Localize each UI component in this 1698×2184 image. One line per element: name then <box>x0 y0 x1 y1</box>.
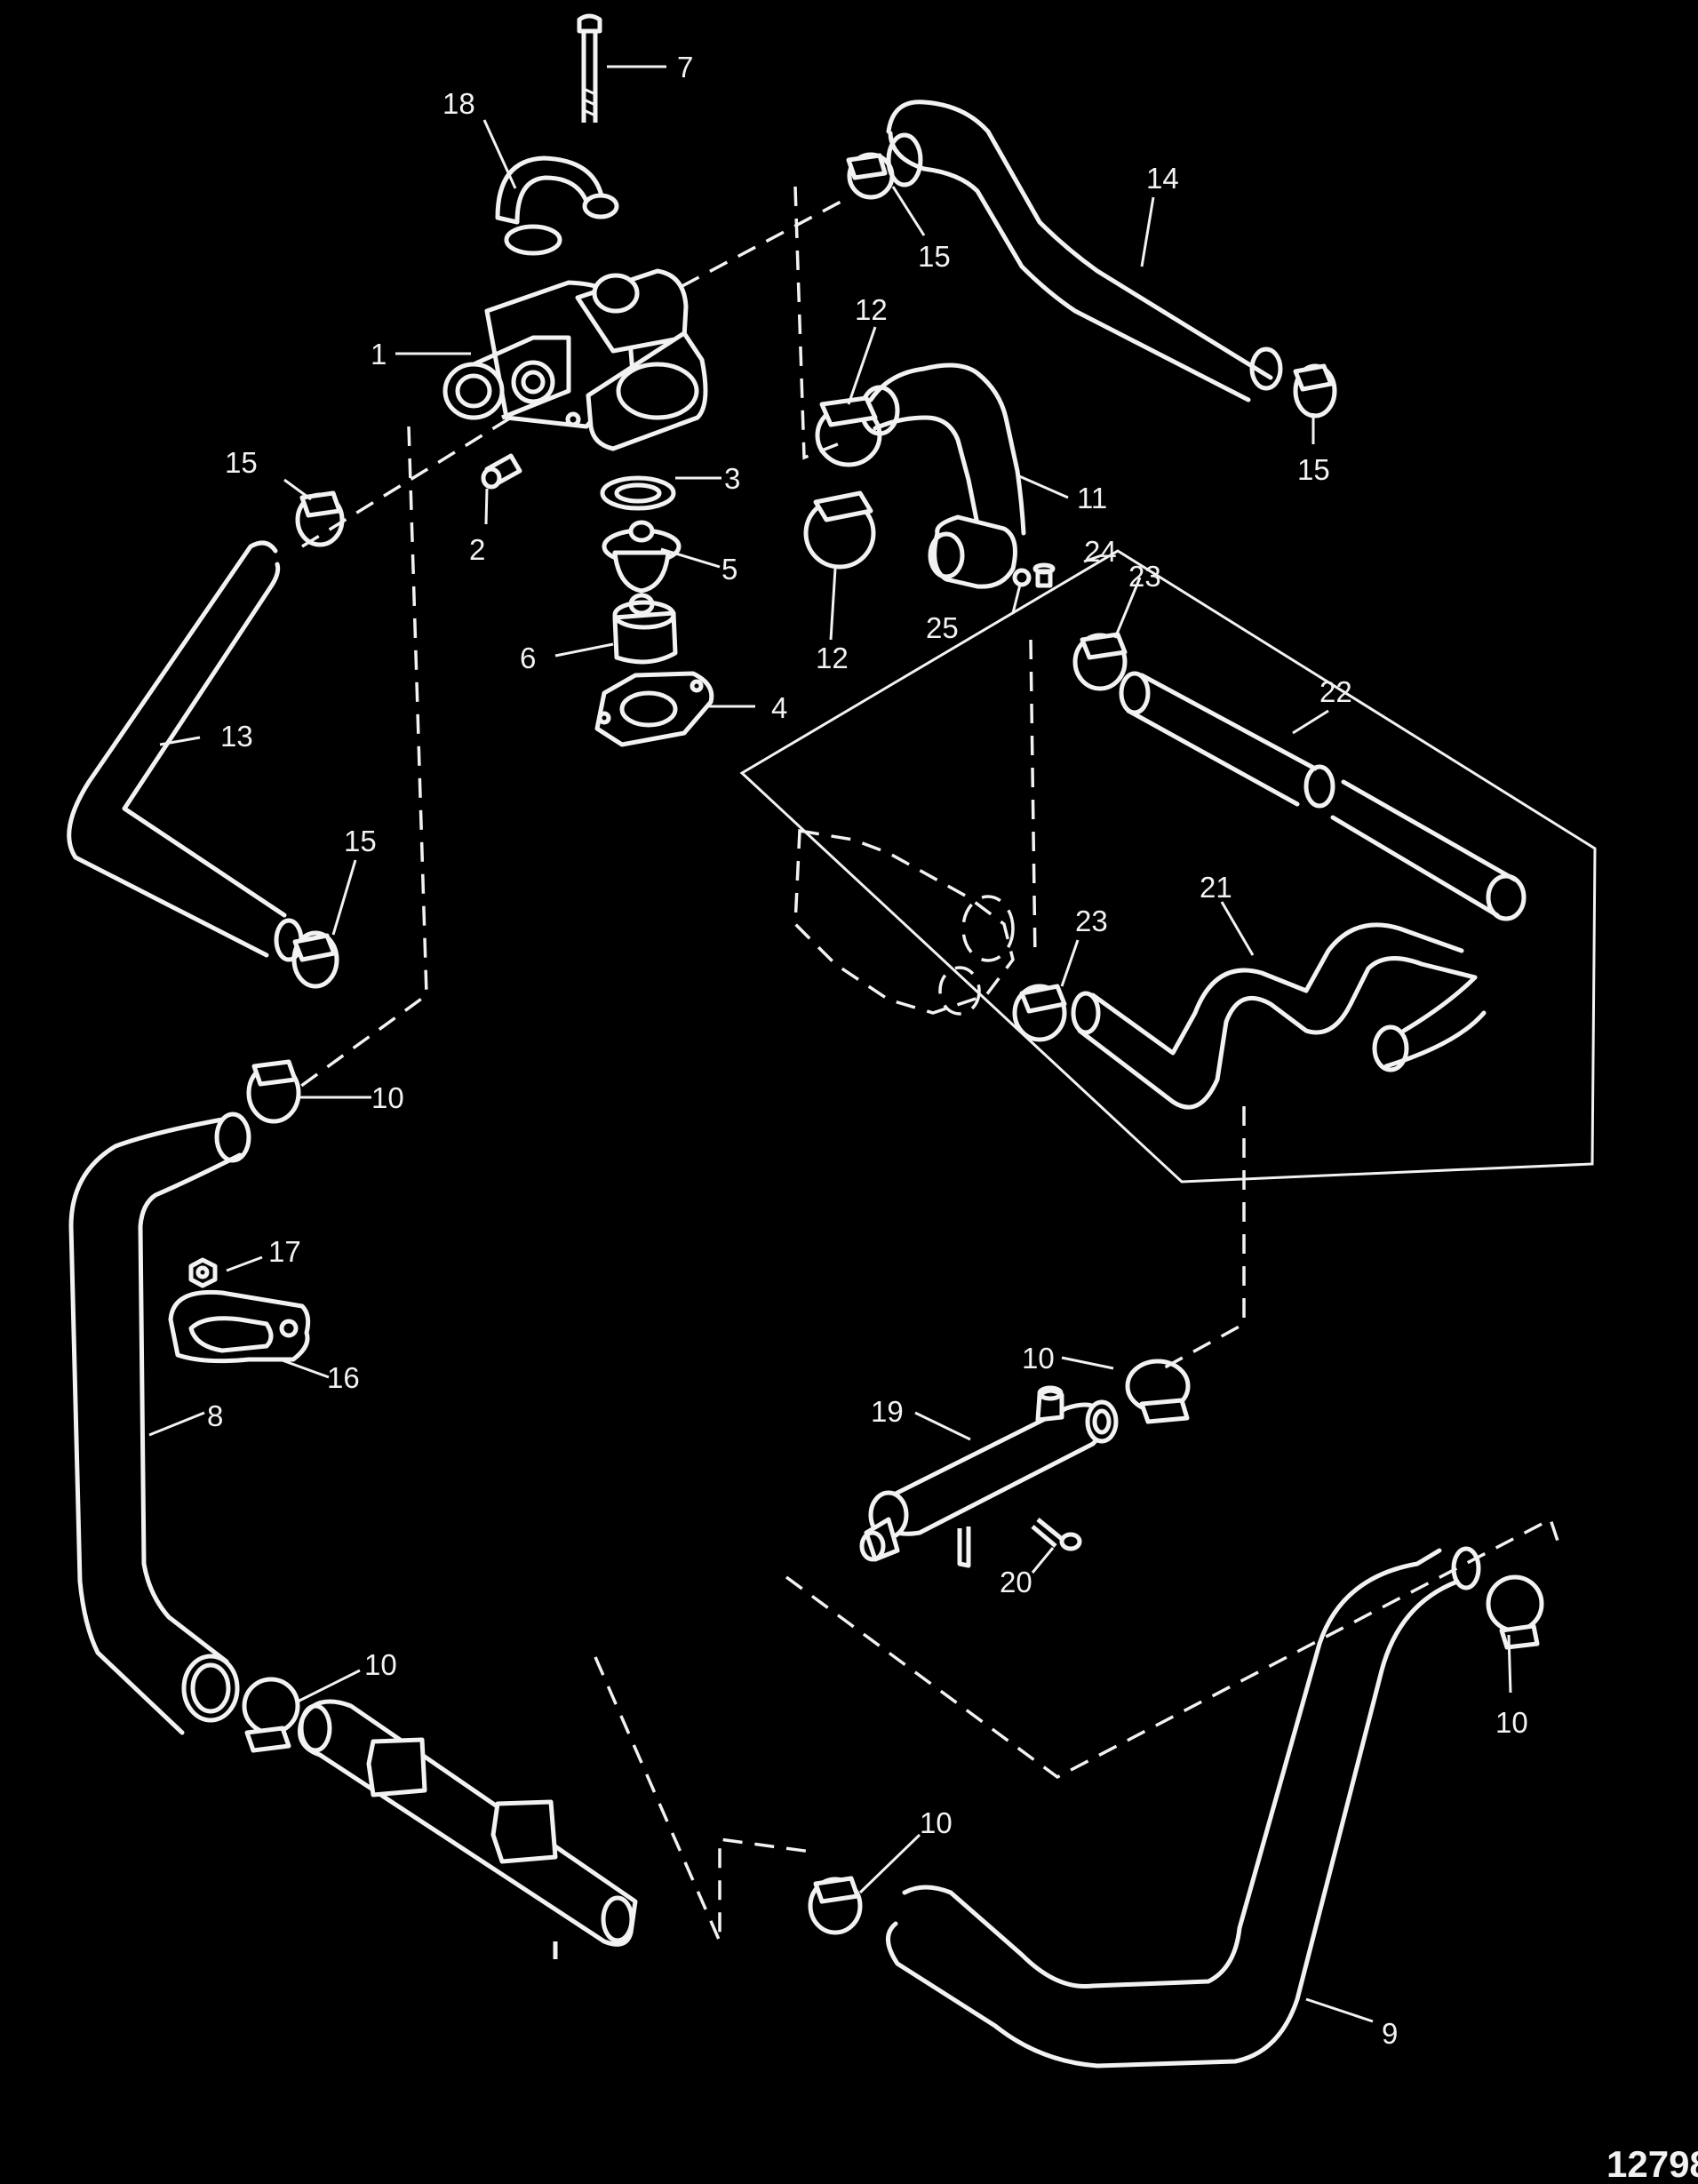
part-15-clamp-c <box>295 490 345 547</box>
part-23-clamp-upper <box>1072 632 1128 691</box>
part-4-gasket-plate <box>594 671 714 747</box>
part-11-elbow-hose <box>859 363 1026 589</box>
callout-13: 13 <box>220 720 253 753</box>
callout-18: 18 <box>442 87 475 120</box>
part-10-clamp-a <box>246 1059 301 1124</box>
part-9-hose <box>886 1546 1481 2068</box>
callout-labels: 7 18 1 2 3 5 6 4 12 12 11 14 15 15 15 13… <box>207 51 1528 2050</box>
callout-10-c: 10 <box>364 1648 397 1681</box>
callout-7: 7 <box>677 51 693 84</box>
callout-20: 20 <box>1000 1566 1032 1598</box>
callout-22: 22 <box>1319 675 1352 708</box>
callout-19: 19 <box>871 1395 904 1428</box>
part-20-screw <box>1031 1518 1082 1551</box>
callout-10-e: 10 <box>920 1806 953 1839</box>
callout-4: 4 <box>771 691 787 724</box>
part-16-strap-clamp <box>168 1289 311 1364</box>
callout-3: 3 <box>724 462 740 495</box>
part-15-clamp-a <box>846 152 895 200</box>
phantom-pump <box>793 828 1015 1016</box>
part-12-clamp-upper <box>815 395 882 467</box>
figure-number: 12798 <box>1606 2143 1698 2184</box>
callout-10-a: 10 <box>371 1081 404 1114</box>
callout-15-a: 15 <box>918 240 951 273</box>
part-7-bolt <box>577 13 602 123</box>
part-14-hose <box>886 100 1283 403</box>
kit-outline <box>739 549 1597 1184</box>
callout-9: 9 <box>1382 2017 1398 2050</box>
part-10-clamp-e <box>808 1876 863 1935</box>
part-1-thermostat-housing <box>442 268 708 451</box>
callout-leaders <box>148 65 1512 2023</box>
part-19-heat-exchanger <box>859 1385 1119 1568</box>
callout-16: 16 <box>327 1361 360 1394</box>
callout-10-b: 10 <box>1022 1342 1055 1375</box>
water-tube-fitting <box>298 1699 638 1959</box>
callout-10-d: 10 <box>1495 1706 1528 1739</box>
callout-24: 24 <box>1084 535 1117 568</box>
assembly-dashed-lines <box>296 186 1561 1942</box>
part-10-clamp-d <box>1486 1574 1544 1650</box>
callout-5: 5 <box>721 553 737 586</box>
callout-15-b: 15 <box>1297 453 1330 486</box>
part-6-sleeve <box>612 600 678 665</box>
part-22-hose <box>1119 671 1527 921</box>
callout-17: 17 <box>268 1235 301 1268</box>
callout-25: 25 <box>926 611 959 644</box>
callout-1: 1 <box>371 338 387 371</box>
callout-12-lower: 12 <box>816 642 849 674</box>
part-15-clamp-d <box>291 930 339 989</box>
part-18-bracket <box>495 155 619 256</box>
part-15-clamp-b <box>1293 363 1337 418</box>
callout-8: 8 <box>207 1399 223 1432</box>
callout-23-upper: 23 <box>1128 560 1161 593</box>
part-5-thermostat <box>602 520 682 616</box>
callout-14: 14 <box>1146 162 1179 195</box>
callout-11: 11 <box>1077 482 1107 514</box>
callout-6: 6 <box>520 642 536 674</box>
part-24-screw <box>1032 562 1056 588</box>
part-13-hose <box>67 540 304 962</box>
part-23-clamp-lower <box>1012 984 1067 1042</box>
callout-15-c: 15 <box>225 446 258 479</box>
part-10-clamp-b <box>1125 1359 1191 1424</box>
callout-12-upper: 12 <box>855 293 888 326</box>
callout-23-lower: 23 <box>1075 905 1108 937</box>
part-3-gasket <box>600 475 676 511</box>
part-12-clamp-lower <box>803 490 876 570</box>
callout-15-d: 15 <box>344 825 377 857</box>
part-10-clamp-c <box>242 1677 300 1753</box>
part-2-plug <box>481 453 522 490</box>
part-8-hose <box>68 1112 251 1735</box>
part-21-hose <box>1071 922 1487 1110</box>
part-17-nut <box>188 1257 218 1288</box>
callout-2: 2 <box>469 533 485 566</box>
callout-21: 21 <box>1200 871 1232 904</box>
part-25-washer <box>1012 568 1032 587</box>
